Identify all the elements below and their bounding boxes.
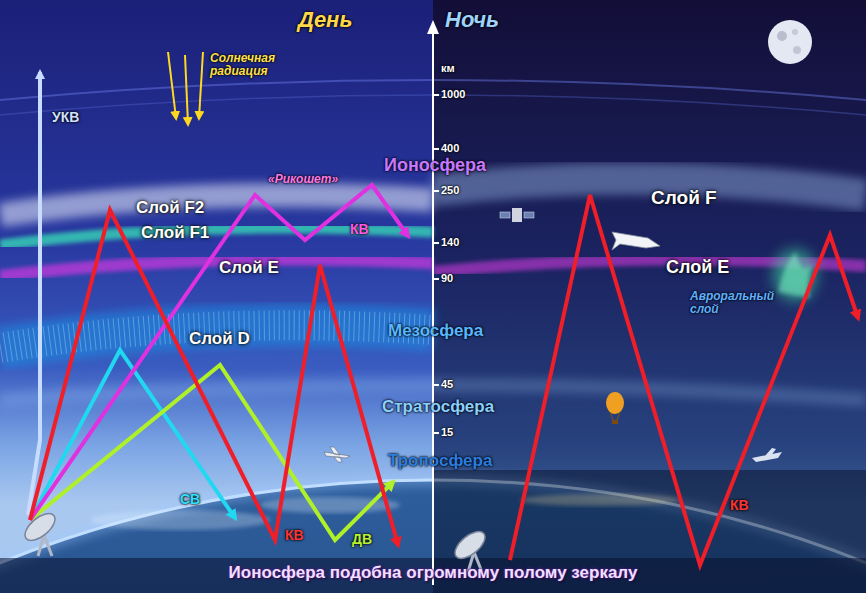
night-hf-wave — [510, 195, 858, 565]
wave-label: СВ — [180, 492, 200, 507]
moon-icon — [768, 20, 812, 64]
solar-radiation-label: Солнечная радиация — [210, 52, 288, 78]
lw-wave — [30, 365, 393, 540]
antenna-dish-icon — [20, 509, 59, 556]
sphere-name: Ионосфера — [384, 156, 486, 176]
layer-band-label: Слой E — [663, 256, 732, 279]
layer-band-label: Слой F2 — [133, 197, 207, 219]
solar-rays — [168, 52, 203, 124]
altitude-number: 90 — [441, 272, 453, 284]
layer-band-label: Слой F — [648, 186, 720, 210]
hf-ricochet-wave — [30, 185, 408, 520]
altitude-number: 45 — [441, 378, 453, 390]
altitude-number: 15 — [441, 426, 453, 438]
unit-label: км — [441, 62, 455, 74]
city-lights — [520, 494, 680, 506]
altitude-scale — [427, 20, 439, 585]
layer-band-label: Слой F1 — [138, 222, 212, 244]
layer-d-speckle — [0, 325, 433, 348]
wave-label: ДВ — [352, 532, 372, 547]
jet-icon — [752, 448, 782, 462]
altitude-number: 140 — [441, 236, 459, 248]
hf-wave — [30, 210, 398, 545]
cloud — [90, 510, 270, 530]
wave-label: КВ — [285, 528, 304, 543]
layer-name: Слой F — [651, 187, 717, 209]
satellite-icon — [500, 208, 534, 222]
layer-name: Слой F1 — [141, 223, 209, 243]
wave-label: УКВ — [52, 110, 79, 125]
altitude-number: 250 — [441, 184, 459, 196]
night-layer-f-band — [433, 179, 866, 195]
vhf-wave — [28, 72, 40, 515]
layer-band-label: Слой E — [216, 257, 282, 279]
sphere-name: Стратосфера — [382, 398, 494, 417]
layer-name: Слой E — [666, 257, 729, 278]
layer-name: Слой F2 — [136, 198, 204, 218]
aurora-label: Авроральный слой — [690, 290, 770, 316]
wave-label: КВ — [730, 498, 749, 513]
ricochet-label: «Рикошет» — [268, 173, 338, 186]
balloon-icon — [606, 392, 624, 424]
wave-label: КВ — [350, 222, 369, 237]
caption: Ионосфера подобна огромному полому зерка… — [0, 563, 866, 583]
day-title: День — [298, 8, 352, 32]
layer-f2-band — [0, 195, 433, 215]
sphere-name: Мезосфера — [388, 322, 483, 341]
layer-band-label: Слой D — [186, 328, 253, 350]
sphere-name: Тропосфера — [388, 452, 492, 471]
airplane-icon — [324, 447, 350, 462]
layer-name: Слой D — [189, 329, 250, 349]
caption-band — [0, 558, 866, 593]
layer-name: Слой E — [219, 258, 279, 278]
altitude-number: 400 — [441, 142, 459, 154]
night-title: Ночь — [445, 8, 499, 32]
altitude-number: 1000 — [441, 88, 465, 100]
night-sky — [433, 0, 866, 593]
layer-d-band — [0, 325, 433, 348]
layer-e-band — [0, 260, 433, 276]
space-shuttle-icon — [612, 232, 660, 250]
aurora-icon — [773, 249, 817, 301]
